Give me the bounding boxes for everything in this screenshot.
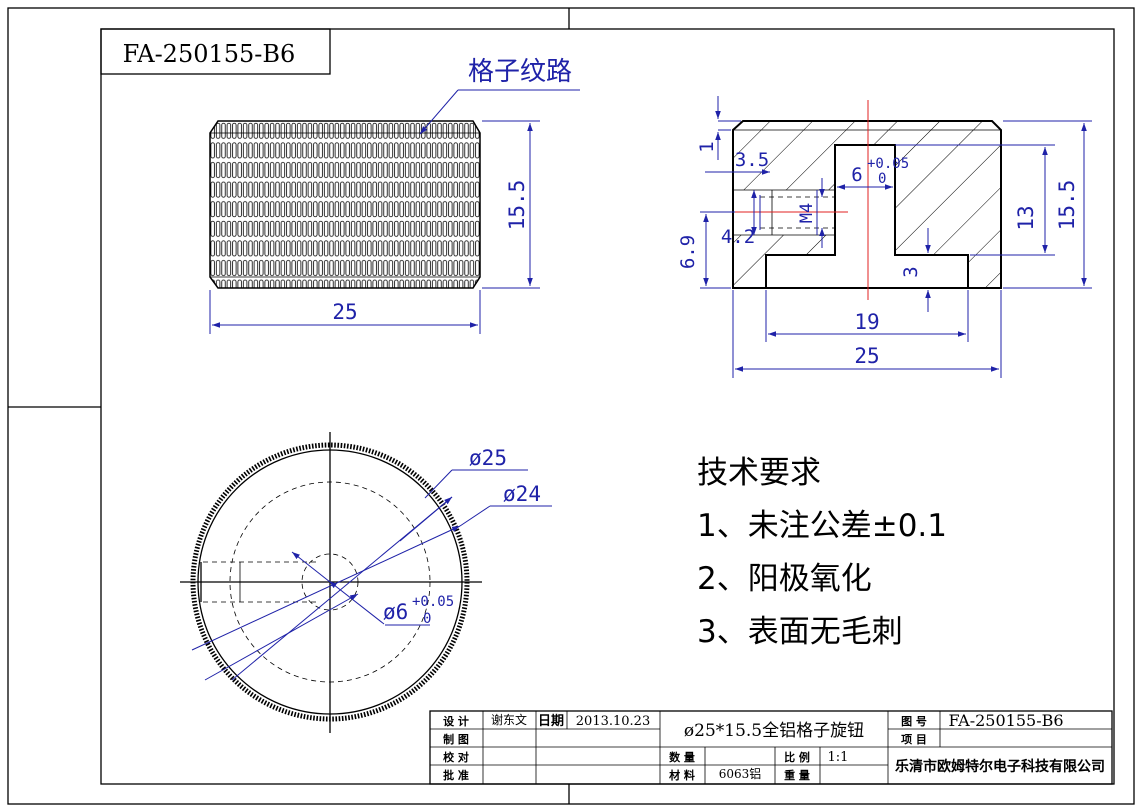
top-dim-hole: ø6 — [383, 600, 408, 624]
section-dim-19: 19 — [854, 310, 879, 334]
top-dim-outer: ø25 — [469, 446, 507, 470]
top-hole-tol-upper: +0.05 — [412, 594, 454, 610]
tb-quantity-label: 数 量 — [669, 750, 695, 764]
section-hole-tol-upper: +0.05 — [867, 156, 909, 172]
tb-scale: 1:1 — [828, 750, 849, 765]
section-hatch — [733, 121, 1001, 288]
top-view: ø25 ø24 ø6 +0.05 0 — [180, 432, 552, 733]
tb-approve-label: 批 准 — [443, 768, 469, 782]
section-dim-3: 3 — [900, 266, 922, 277]
section-dim-1: 1 — [696, 141, 718, 152]
tb-date: 2013.10.23 — [576, 714, 650, 729]
top-hole-tol-lower: 0 — [423, 611, 431, 627]
section-dim-15-5: 15.5 — [1055, 180, 1079, 231]
tech-item-2: 2、阳极氧化 — [697, 561, 872, 597]
tb-project-label: 项 目 — [901, 733, 927, 746]
tb-design-label: 设 计 — [443, 714, 469, 728]
tb-date-label: 日期 — [538, 714, 564, 729]
tb-part-name: ø25*15.5全铝格子旋钮 — [684, 721, 864, 741]
section-dim-13: 13 — [1014, 205, 1038, 230]
front-width-dim: 25 — [332, 300, 357, 324]
tb-drawing-no: FA-250155-B6 — [948, 711, 1063, 730]
tb-scale-label: 比 例 — [784, 750, 810, 764]
section-dim-25: 25 — [854, 344, 879, 368]
drawing-number: FA-250155-B6 — [123, 40, 296, 68]
tech-item-1: 1、未注公差±0.1 — [697, 508, 947, 544]
section-view: 1 3.5 6 +0.05 0 M4 4.2 6.9 3 19 — [677, 96, 1092, 378]
front-view: 格子纹路 25 15.5 — [209, 57, 580, 334]
tb-material: 6063铝 — [719, 766, 762, 781]
section-thread: M4 — [797, 203, 817, 223]
front-height-dim: 15.5 — [505, 180, 529, 231]
top-dim-inner: ø24 — [503, 482, 541, 506]
tb-draw-label: 制 图 — [443, 732, 469, 746]
section-dim-3-5: 3.5 — [735, 149, 769, 171]
title-block: 设 计 制 图 校 对 批 准 谢东文 日期 2013.10.23 ø25*15… — [429, 710, 1113, 785]
tb-designer: 谢东文 — [491, 712, 527, 727]
tech-item-3: 3、表面无毛刺 — [697, 614, 903, 650]
section-hole-tol-lower: 0 — [878, 171, 886, 187]
section-dim-6-9: 6.9 — [677, 235, 699, 269]
section-hole-dia: 6 — [851, 164, 862, 186]
tb-material-label: 材 料 — [669, 768, 695, 782]
tb-weight-label: 重 量 — [784, 768, 810, 782]
tb-check-label: 校 对 — [443, 750, 469, 764]
knurl-pattern — [209, 120, 481, 289]
tb-drawing-no-label: 图 号 — [901, 715, 927, 728]
tb-company: 乐清市欧姆特尔电子科技有限公司 — [895, 758, 1105, 775]
knurl-callout: 格子纹路 — [468, 57, 572, 87]
drawing-number-box: FA-250155-B6 — [100, 28, 331, 75]
tech-title: 技术要求 — [697, 455, 821, 491]
tech-requirements: 技术要求 1、未注公差±0.1 2、阳极氧化 3、表面无毛刺 — [697, 455, 947, 650]
section-dim-4-2: 4.2 — [721, 226, 755, 248]
